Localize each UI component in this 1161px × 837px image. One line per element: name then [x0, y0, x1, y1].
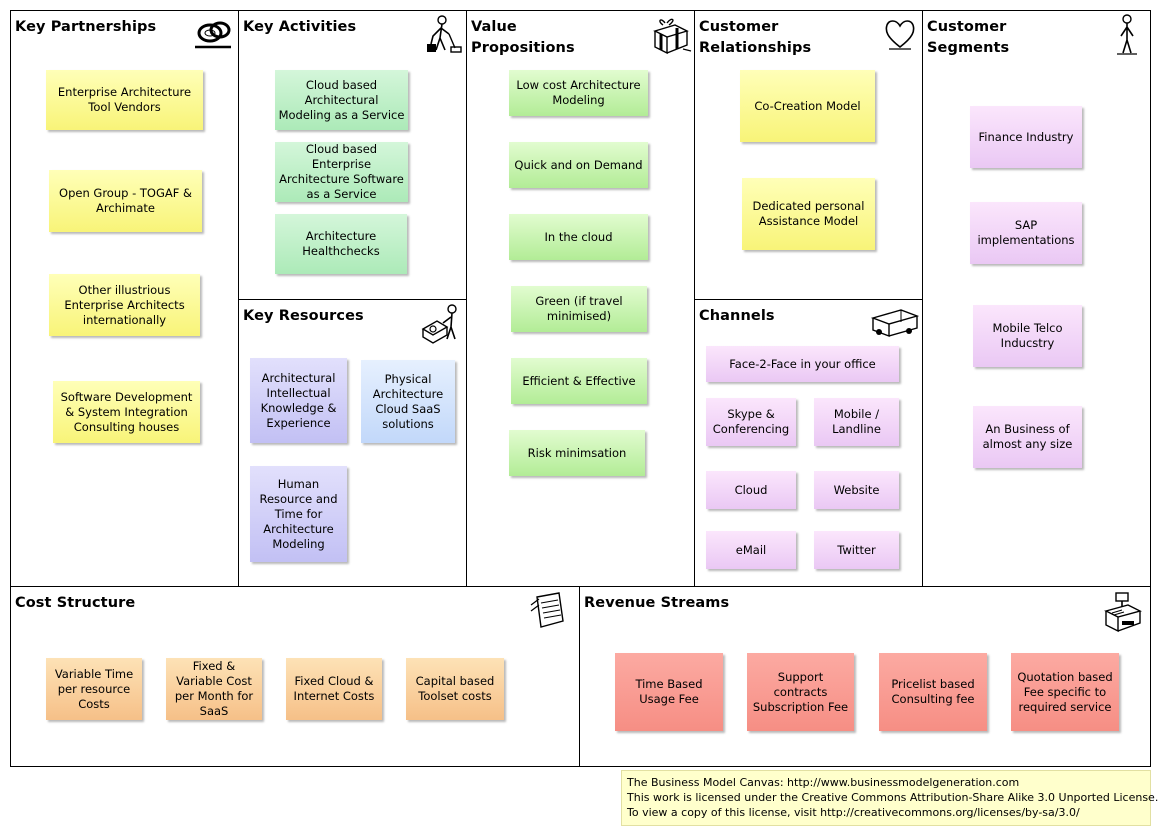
customer-segments-note: SAP implementations — [970, 202, 1082, 264]
value-propositions-note: Efficient & Effective — [511, 358, 647, 404]
customer-segments-note: Mobile Telco Inducstry — [973, 305, 1082, 367]
customer-relationships-note: Co-Creation Model — [740, 70, 875, 142]
revenue-streams-note: Pricelist based Consulting fee — [879, 653, 987, 731]
heart-icon — [885, 20, 915, 50]
channels-title: Channels — [699, 308, 775, 324]
key-activities-note: Cloud based Enterprise Architecture Soft… — [275, 142, 408, 202]
receipt-icon — [530, 592, 564, 628]
key-resources-note: Architectural Intellectual Knowledge & E… — [250, 358, 347, 443]
channels-note: Twitter — [814, 531, 899, 569]
revenue-streams-title: Revenue Streams — [584, 595, 730, 611]
customer-relationships-block: Customer Relationships — [694, 10, 923, 300]
channels-note: Website — [814, 471, 899, 509]
customer-relationships-title: Customer Relationships — [699, 17, 811, 59]
linked-rings-icon — [195, 21, 231, 49]
customer-segments-title-line1: Customer — [927, 19, 1007, 35]
license-line: This work is licensed under the Creative… — [627, 791, 1159, 804]
channels-note: Face-2-Face in your office — [706, 346, 899, 382]
customer-segments-note: An Business of almost any size — [973, 406, 1082, 468]
key-activities-title: Key Activities — [243, 19, 357, 35]
value-propositions-title-line1: Value — [471, 19, 517, 35]
value-propositions-note: In the cloud — [509, 214, 648, 260]
value-propositions-title: Value Propositions — [471, 17, 575, 59]
revenue-streams-note: Quotation based Fee specific to required… — [1011, 653, 1119, 731]
key-activities-note: Architecture Healthchecks — [275, 214, 407, 274]
value-propositions-note: Green (if travel minimised) — [511, 286, 647, 332]
key-activities-note: Cloud based Architectural Modeling as a … — [275, 70, 408, 130]
customer-segments-title: Customer Segments — [927, 17, 1009, 59]
customer-relationships-note: Dedicated personal Assistance Model — [742, 178, 875, 250]
revenue-streams-note: Support contracts Subscription Fee — [747, 653, 854, 731]
worker-machine-icon — [421, 304, 457, 344]
worker-vacuum-icon — [427, 15, 462, 53]
license-note: The Business Model Canvas: http://www.bu… — [621, 770, 1159, 826]
channels-note: Cloud — [706, 471, 796, 509]
customer-segments-title-line2: Segments — [927, 40, 1010, 56]
value-propositions-note: Low cost Architecture Modeling — [509, 70, 648, 116]
channels-note: eMail — [706, 531, 796, 569]
key-partnerships-note: Software Development & System Integratio… — [53, 381, 200, 443]
person-icon — [1117, 14, 1137, 55]
key-partnerships-note: Other illustrious Enterprise Architects … — [49, 274, 200, 336]
cost-structure-title: Cost Structure — [15, 595, 136, 611]
gift-box-icon — [653, 18, 692, 55]
license-line: The Business Model Canvas: http://www.bu… — [627, 776, 1020, 789]
value-propositions-note: Risk minimsation — [509, 430, 645, 476]
key-partnerships-note: Open Group - TOGAF & Archimate — [49, 170, 202, 232]
key-resources-title: Key Resources — [243, 308, 364, 324]
cost-structure-note: Fixed Cloud & Internet Costs — [286, 658, 382, 720]
key-partnerships-note: Enterprise Architecture Tool Vendors — [46, 70, 203, 130]
value-propositions-note: Quick and on Demand — [509, 142, 648, 188]
customer-relationships-title-line1: Customer — [699, 19, 779, 35]
cost-structure-note: Fixed & Variable Cost per Month for SaaS — [166, 658, 262, 720]
customer-segments-note: Finance Industry — [970, 106, 1082, 168]
cash-register-icon — [1104, 592, 1142, 633]
customer-relationships-title-line2: Relationships — [699, 40, 812, 56]
key-resources-note: Physical Architecture Cloud SaaS solutio… — [361, 360, 455, 443]
channels-note: Mobile / Landline — [814, 398, 899, 446]
customer-segments-block: Customer Segments — [922, 10, 1151, 587]
cost-structure-note: Variable Time per resource Costs — [46, 658, 142, 720]
delivery-truck-icon — [871, 309, 919, 338]
key-resources-note: Human Resource and Time for Architecture… — [250, 466, 347, 562]
value-propositions-title-line2: Propositions — [471, 40, 575, 56]
channels-note: Skype & Conferencing — [706, 398, 796, 446]
key-partnerships-title: Key Partnerships — [15, 19, 157, 35]
cost-structure-note: Capital based Toolset costs — [406, 658, 504, 720]
revenue-streams-note: Time Based Usage Fee — [615, 653, 723, 731]
license-line: To view a copy of this license, visit ht… — [627, 806, 1080, 819]
